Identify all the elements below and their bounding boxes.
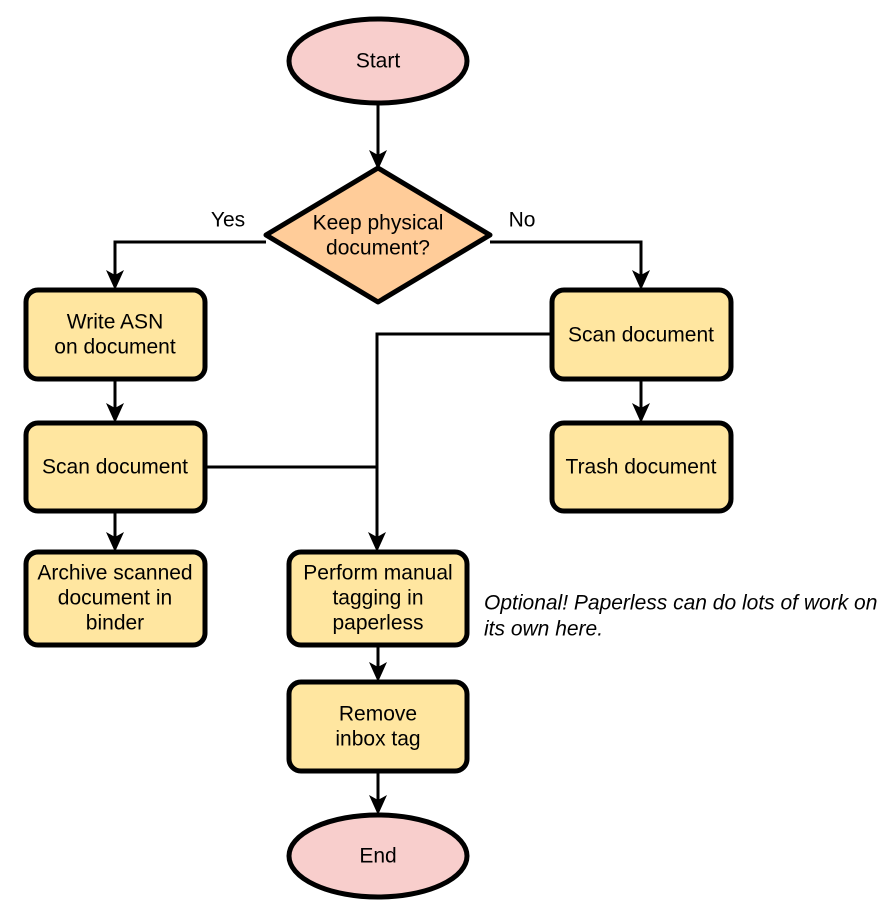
edge-line-no bbox=[490, 240, 643, 280]
edge-line-scanright-tagging bbox=[375, 332, 552, 542]
end-ellipse[interactable] bbox=[286, 812, 470, 900]
edge-tagging-to-remove-inbox bbox=[369, 645, 387, 682]
tagging-box[interactable] bbox=[286, 549, 470, 648]
edge-scan-right-to-trash bbox=[632, 379, 650, 423]
decision-diamond[interactable] bbox=[263, 165, 493, 305]
optional-note-line2: its own here. bbox=[484, 618, 603, 641]
arrowhead-yes bbox=[106, 270, 124, 290]
node-start[interactable]: Start bbox=[286, 16, 470, 106]
trash-document-label: Trash document bbox=[566, 456, 717, 479]
tagging-label-line3: paperless bbox=[332, 612, 423, 635]
edge-line-yes bbox=[113, 240, 266, 280]
node-decision-keep-physical-document[interactable]: Keep physical document? bbox=[263, 165, 493, 305]
node-perform-manual-tagging[interactable]: Perform manual tagging in paperless bbox=[286, 549, 470, 648]
arrowhead-trunk-tagging bbox=[368, 532, 386, 552]
end-label: End bbox=[359, 845, 396, 868]
decision-label-line1: Keep physical bbox=[313, 212, 444, 235]
remove-inbox-label-line2: inbox tag bbox=[335, 728, 420, 751]
node-archive-scanned-document[interactable]: Archive scanned document in binder bbox=[23, 549, 208, 648]
archive-label-line3: binder bbox=[86, 612, 144, 635]
scan-document-left-label: Scan document bbox=[42, 456, 188, 479]
arrowhead-tagging-remove bbox=[369, 662, 387, 682]
trash-document-box[interactable] bbox=[549, 420, 734, 514]
archive-box[interactable] bbox=[23, 549, 208, 648]
arrowhead-remove-end bbox=[369, 795, 387, 815]
write-asn-label-line2: on document bbox=[54, 336, 176, 359]
tagging-label-line2: tagging in bbox=[332, 587, 423, 610]
node-end[interactable]: End bbox=[286, 812, 470, 900]
archive-label-line2: document in bbox=[58, 587, 172, 610]
edge-decision-no-to-scan-right bbox=[490, 240, 650, 290]
scan-document-left-box[interactable] bbox=[23, 420, 208, 514]
edge-start-to-decision bbox=[369, 103, 387, 170]
remove-inbox-label-line1: Remove bbox=[339, 703, 417, 726]
edge-decision-yes-to-write-asn bbox=[106, 240, 266, 290]
node-remove-inbox-tag[interactable]: Remove inbox tag bbox=[286, 679, 470, 774]
node-write-asn[interactable]: Write ASN on document bbox=[23, 287, 208, 382]
edge-scan-right-to-tagging bbox=[375, 332, 552, 542]
remove-inbox-tag-box[interactable] bbox=[286, 679, 470, 774]
start-label: Start bbox=[356, 50, 401, 73]
node-trash-document[interactable]: Trash document bbox=[549, 420, 734, 514]
arrowhead-scanright-trash bbox=[632, 403, 650, 423]
arrowhead-scanleft-archive bbox=[106, 532, 124, 552]
optional-note-line1: Optional! Paperless can do lots of work … bbox=[484, 592, 877, 615]
archive-label-line1: Archive scanned bbox=[37, 562, 192, 585]
edge-label-yes: Yes bbox=[211, 209, 245, 232]
tagging-label-line1: Perform manual bbox=[303, 562, 452, 585]
decision-label-line2: document? bbox=[326, 237, 430, 260]
edge-scan-left-to-archive bbox=[106, 511, 124, 552]
edge-write-asn-to-scan-left bbox=[106, 379, 124, 423]
edge-trunk-arrow-to-tagging bbox=[368, 532, 386, 552]
scan-document-right-label: Scan document bbox=[568, 324, 714, 347]
edge-remove-inbox-to-end bbox=[369, 771, 387, 815]
write-asn-label-line1: Write ASN bbox=[67, 311, 163, 334]
scan-document-right-box[interactable] bbox=[549, 287, 734, 382]
node-scan-document-left[interactable]: Scan document bbox=[23, 420, 208, 514]
start-ellipse[interactable] bbox=[286, 16, 470, 106]
arrowhead-writeasn-scanleft bbox=[106, 403, 124, 423]
node-scan-document-right[interactable]: Scan document bbox=[549, 287, 734, 382]
arrowhead-start-decision bbox=[369, 150, 387, 170]
annotation-optional-note: Optional! Paperless can do lots of work … bbox=[484, 592, 877, 641]
write-asn-box[interactable] bbox=[23, 287, 208, 382]
arrowhead-no bbox=[632, 270, 650, 290]
edge-label-no: No bbox=[509, 209, 536, 232]
